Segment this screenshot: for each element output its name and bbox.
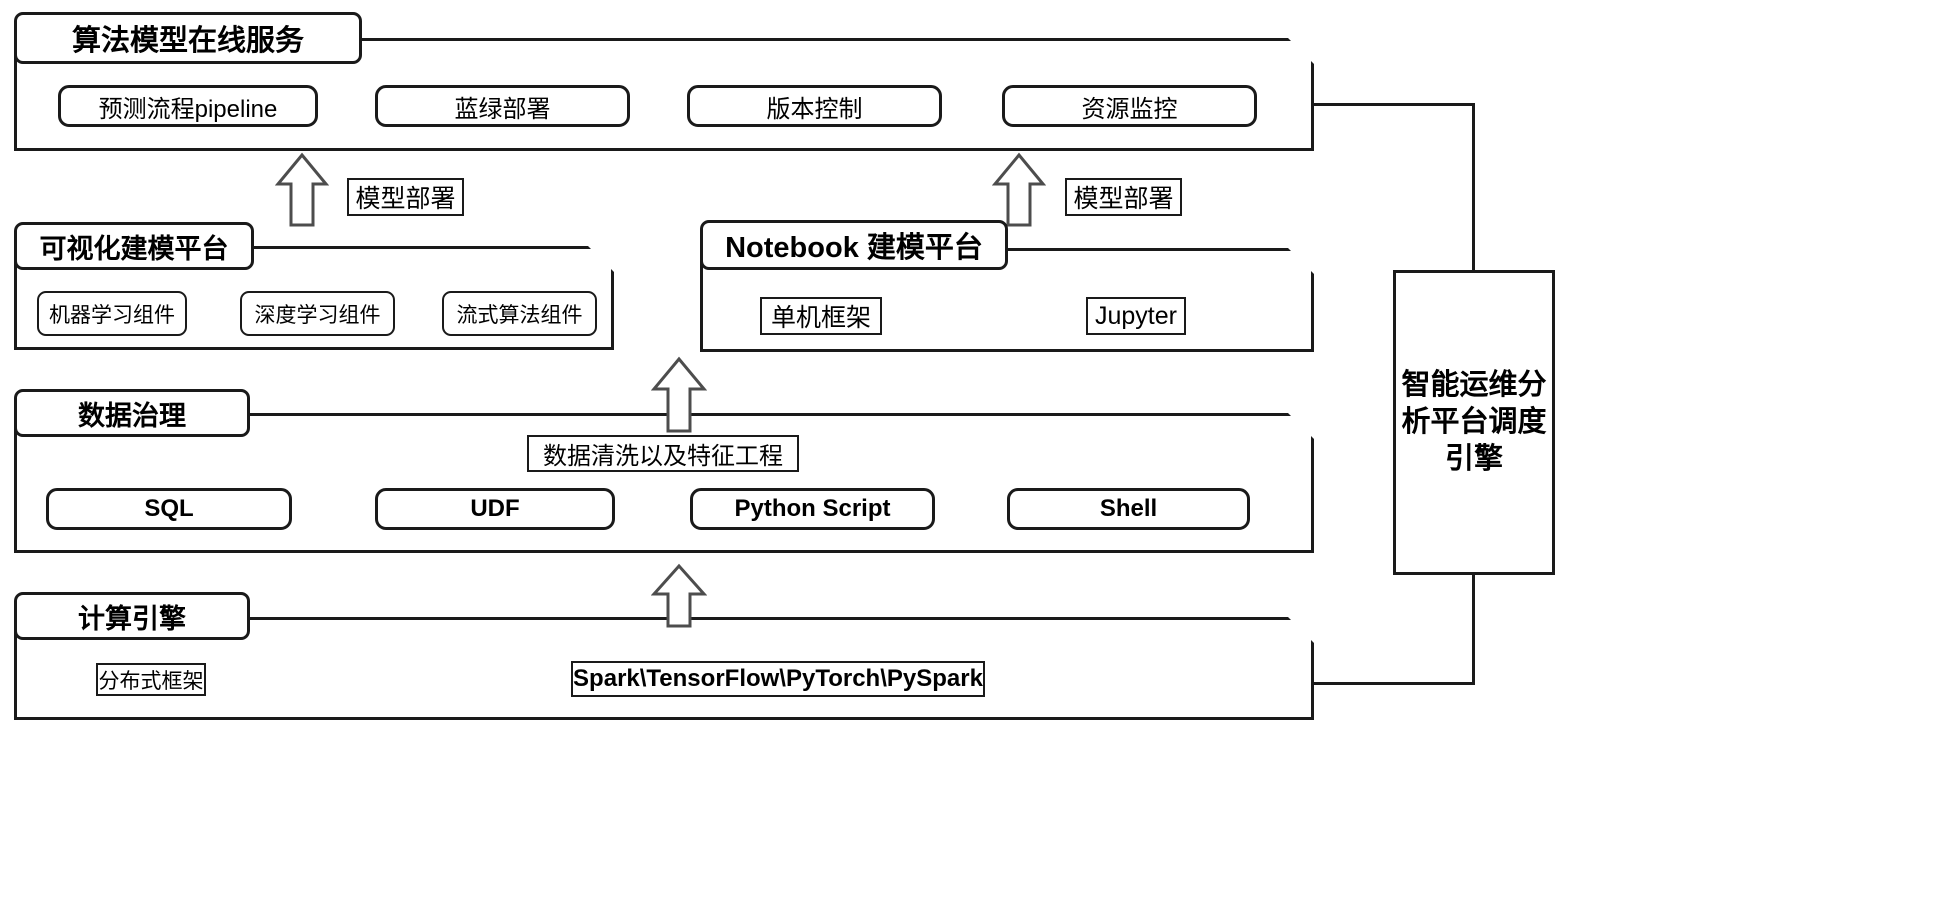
tag-distributed-framework[interactable]: 分布式框架	[96, 663, 206, 696]
chip-dl-component[interactable]: 深度学习组件	[240, 291, 395, 336]
layer-title-visual-modeling: 可视化建模平台	[14, 222, 254, 270]
tag-jupyter[interactable]: Jupyter	[1086, 297, 1186, 335]
layer-title-data-governance: 数据治理	[14, 389, 250, 437]
chip-ml-component[interactable]: 机器学习组件	[37, 291, 187, 336]
arrow-up-icon-compute-to-data	[651, 563, 707, 629]
connector-bottom-horizontal	[1311, 682, 1475, 685]
label-data-cleaning: 数据清洗以及特征工程	[527, 435, 799, 472]
chip-streaming-component[interactable]: 流式算法组件	[442, 291, 597, 336]
chip-shell[interactable]: Shell	[1007, 488, 1250, 530]
chip-version-control[interactable]: 版本控制	[687, 85, 942, 127]
connector-top-horizontal	[1311, 103, 1475, 106]
arrow-up-icon-data-to-modeling	[651, 356, 707, 434]
chip-blue-green-deploy[interactable]: 蓝绿部署	[375, 85, 630, 127]
side-panel-scheduler-engine[interactable]: 智能运维分析平台调度引擎	[1393, 270, 1555, 575]
layer-title-notebook-modeling: Notebook 建模平台	[700, 220, 1008, 270]
chip-udf[interactable]: UDF	[375, 488, 615, 530]
arrow-up-icon-visual-deploy	[275, 152, 329, 228]
label-model-deploy-right: 模型部署	[1065, 178, 1182, 216]
connector-top-vertical	[1472, 103, 1475, 270]
arrow-up-icon-notebook-deploy	[992, 152, 1046, 228]
connector-bottom-vertical	[1472, 578, 1475, 685]
tag-standalone-framework[interactable]: 单机框架	[760, 297, 882, 335]
chip-prediction-pipeline[interactable]: 预测流程pipeline	[58, 85, 318, 127]
tag-compute-frameworks[interactable]: Spark\TensorFlow\PyTorch\PySpark	[571, 661, 985, 697]
layer-title-compute-engine: 计算引擎	[14, 592, 250, 640]
side-panel-label: 智能运维分析平台调度引擎	[1401, 368, 1547, 476]
label-model-deploy-left: 模型部署	[347, 178, 464, 216]
layer-title-online-service: 算法模型在线服务	[14, 12, 362, 64]
chip-python-script[interactable]: Python Script	[690, 488, 935, 530]
chip-sql[interactable]: SQL	[46, 488, 292, 530]
chip-resource-monitor[interactable]: 资源监控	[1002, 85, 1257, 127]
